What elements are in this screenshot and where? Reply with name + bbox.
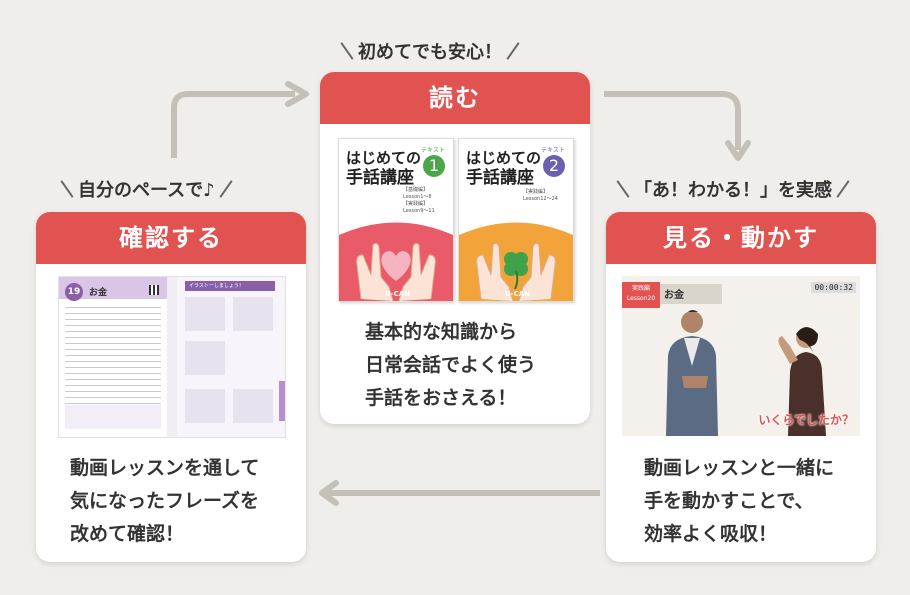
textbook-info: 【実践編】 Lesson12〜24 <box>523 189 558 203</box>
qr-code-icon <box>149 285 159 295</box>
textbook-1: はじめての 手話講座 テキスト 1 【基礎編】 Lesson1〜8 【実践編】 … <box>338 138 454 302</box>
left-page: 19 お金 <box>59 277 167 437</box>
arrow-top-to-right-icon <box>604 91 751 161</box>
textbook-info-line: 【実践編】 <box>403 201 429 207</box>
textbook-info-line: Lesson1〜8 <box>403 194 432 200</box>
textbook-brand: U-CAN <box>505 290 531 298</box>
video-badge-line: 実践編 <box>631 285 650 292</box>
arrow-left-to-top-icon <box>171 81 309 158</box>
right-page: イラストーしましょう！ <box>177 277 285 437</box>
video-lesson-badge: 実践編 Lesson20 <box>622 282 660 308</box>
video-title: お金 <box>664 290 684 301</box>
description-line: 気になったフレーズを <box>70 490 260 512</box>
slash-decoration <box>836 180 850 198</box>
textbook-title: はじめての 手話講座 <box>346 149 421 189</box>
textbook-cover-art <box>339 222 453 301</box>
textbook-cover-art <box>459 222 573 301</box>
watch-card-title: 見る・動かす <box>606 212 876 264</box>
slash-decoration <box>60 180 74 198</box>
textbook-info-line: 【実践編】 <box>523 189 549 195</box>
video-frame: 実践編 Lesson20 お金 00:00:32 いくらでしたか？ <box>622 276 860 436</box>
page-side-tab <box>279 381 285 421</box>
sign-photo <box>233 297 273 331</box>
confirm-card: 確認する 19 お金 イラストーしましょう！ 動画レッスンを通して 気になったフ… <box>36 212 306 562</box>
left-caption: 自分のペースで♪ <box>60 176 233 202</box>
left-caption-text: 自分のペースで♪ <box>78 180 215 201</box>
textbook-title-line2: 手話講座 <box>466 168 534 188</box>
sign-photo <box>185 389 225 423</box>
watch-card: 見る・動かす 実践編 Lesson20 お金 00:00:32 いくらでしたか？… <box>606 212 876 562</box>
page-header-band <box>59 277 167 299</box>
page-badge: 19 <box>65 283 83 301</box>
confirm-card-description: 動画レッスンを通して 気になったフレーズを 改めて確認！ <box>70 452 259 551</box>
description-line: 改めて確認！ <box>70 523 185 545</box>
arrow-right-to-left-icon <box>319 480 600 506</box>
textbook-spread-image: 19 お金 イラストーしましょう！ <box>58 276 286 438</box>
watch-card-description: 動画レッスンと一緒に 手を動かすことで、 効率よく吸収！ <box>644 452 834 551</box>
right-caption-text: 「あ！わかる！」を実感 <box>634 180 832 201</box>
sign-photo <box>233 389 273 423</box>
textbook-tag: テキスト <box>541 147 565 154</box>
top-caption-text: 初めてでも安心！ <box>358 42 502 63</box>
page-gutter <box>167 277 177 437</box>
slash-decoration <box>340 42 354 60</box>
video-timecode: 00:00:32 <box>811 282 856 293</box>
confirm-card-title: 確認する <box>36 212 306 264</box>
description-line: 基本的な知識から <box>365 321 518 343</box>
textbook-tag: テキスト <box>421 147 445 154</box>
description-line: 手を動かすことで、 <box>644 490 814 512</box>
sign-photo <box>185 297 225 331</box>
textbook-info-line: Lesson12〜24 <box>523 196 558 202</box>
description-line: 効率よく吸収！ <box>644 523 778 545</box>
page-highlight-box <box>65 405 161 429</box>
description-line: 動画レッスンを通して <box>70 457 260 479</box>
textbook-title: はじめての 手話講座 <box>466 149 541 189</box>
textbook-info-line: 【基礎編】 <box>403 187 429 193</box>
slash-decoration <box>219 180 233 198</box>
description-line: 日常会話でよく使う <box>365 354 537 376</box>
textbook-number: 1 <box>423 155 445 177</box>
read-card-title: 読む <box>320 72 590 124</box>
textbook-2: はじめての 手話講座 テキスト 2 【実践編】 Lesson12〜24 U-CA… <box>458 138 574 302</box>
read-card-description: 基本的な知識から 日常会話でよく使う 手話をおさえる！ <box>365 316 536 415</box>
textbook-info-line: Lesson9〜11 <box>403 208 435 214</box>
top-caption: 初めてでも安心！ <box>340 38 520 64</box>
sign-photo <box>185 341 225 375</box>
slash-decoration <box>616 180 630 198</box>
slash-decoration <box>506 42 520 60</box>
description-line: 手話をおさえる！ <box>365 387 517 409</box>
presenters-image <box>666 310 826 436</box>
textbook-number: 2 <box>543 155 565 177</box>
read-card: 読む はじめての 手話講座 テキスト 1 【基礎編】 Lesson1〜8 【実践… <box>320 72 590 424</box>
video-badge-line: Lesson20 <box>626 295 656 302</box>
page-tab: イラストーしましょう！ <box>185 281 275 291</box>
right-caption: 「あ！わかる！」を実感 <box>616 176 850 202</box>
video-subtitle: いくらでしたか？ <box>758 413 854 427</box>
description-line: 動画レッスンと一緒に <box>644 457 835 479</box>
page-title: お金 <box>89 288 108 298</box>
textbook-title-line1: はじめての <box>346 149 422 167</box>
textbook-brand: U-CAN <box>385 290 411 298</box>
textbook-title-line1: はじめての <box>466 149 542 167</box>
textbook-info: 【基礎編】 Lesson1〜8 【実践編】 Lesson9〜11 <box>403 187 435 215</box>
textbook-title-line2: 手話講座 <box>346 168 414 188</box>
